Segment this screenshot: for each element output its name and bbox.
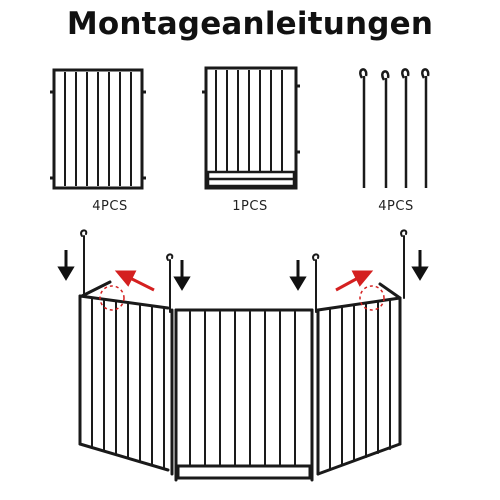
highlight-circles bbox=[99, 285, 385, 311]
assembly-diagram bbox=[0, 222, 500, 500]
door-panel-caption: 1PCS bbox=[232, 199, 268, 214]
hook-pins bbox=[80, 229, 408, 313]
center-door-panel bbox=[174, 308, 314, 482]
left-fence-panel bbox=[78, 294, 170, 472]
page-title: Montageanleitungen bbox=[66, 6, 434, 42]
panel-part-image bbox=[48, 62, 152, 194]
hook-pins-part-image bbox=[350, 62, 444, 194]
door-panel-part-image bbox=[198, 62, 302, 194]
red-arrows bbox=[114, 270, 374, 292]
hook-pin-icon bbox=[359, 68, 430, 188]
fence-panel-icon bbox=[50, 68, 146, 190]
panel-caption: 4PCS bbox=[92, 199, 128, 214]
hook-pin-caption: 4PCS bbox=[378, 199, 414, 214]
down-arrows bbox=[57, 250, 429, 291]
right-fence-panel bbox=[316, 282, 402, 476]
door-panel-icon bbox=[202, 66, 300, 190]
